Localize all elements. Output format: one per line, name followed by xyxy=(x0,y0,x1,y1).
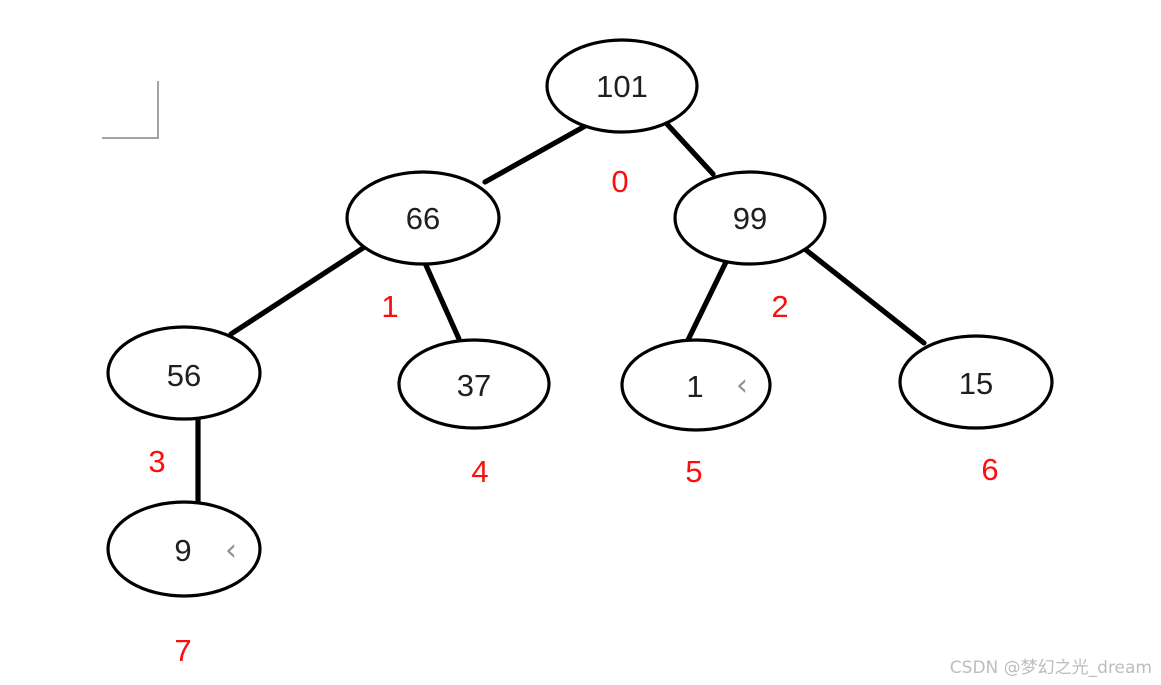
tree-node-15: 15 xyxy=(898,334,1054,430)
index-label-2: 2 xyxy=(771,289,788,324)
node-ellipse-99 xyxy=(673,170,827,266)
edge-66-37 xyxy=(422,260,462,342)
node-ellipse-15 xyxy=(898,334,1054,430)
node-value-99: 99 xyxy=(733,201,767,236)
node-ellipse-9 xyxy=(106,500,262,598)
index-label-1: 1 xyxy=(381,289,398,324)
index-label-5: 5 xyxy=(685,454,702,489)
index-label-3: 3 xyxy=(148,444,165,479)
node-value-9: 9 xyxy=(174,533,191,568)
node-value-56: 56 xyxy=(167,358,201,393)
chevron-left-icon: ‹ xyxy=(736,368,748,403)
edge-101-99 xyxy=(664,121,716,177)
edge-66-56 xyxy=(228,245,366,337)
tree-node-1: 1 ‹ xyxy=(620,338,772,432)
tree-node-66: 66 xyxy=(345,170,501,266)
tree-node-99: 99 xyxy=(673,170,827,266)
watermark: CSDN @梦幻之光_dream xyxy=(950,658,1152,678)
node-ellipse-56 xyxy=(106,325,262,421)
index-label-7: 7 xyxy=(174,633,191,668)
index-label-0: 0 xyxy=(611,164,628,199)
chevron-left-icon: ‹ xyxy=(225,533,237,568)
index-label-6: 6 xyxy=(981,452,998,487)
node-ellipse-1 xyxy=(620,338,772,432)
node-value-37: 37 xyxy=(457,368,491,403)
node-value-101: 101 xyxy=(596,69,648,104)
tree-node-56: 56 xyxy=(106,325,262,421)
node-ellipse-101 xyxy=(545,38,699,134)
tree-node-37: 37 xyxy=(397,338,551,430)
node-value-15: 15 xyxy=(959,366,993,401)
edge-99-1 xyxy=(685,259,729,343)
edge-101-66 xyxy=(482,122,590,185)
tree-node-9: 9 ‹ xyxy=(106,500,262,598)
node-value-1: 1 xyxy=(686,369,703,404)
node-ellipse-66 xyxy=(345,170,501,266)
tree-node-101: 101 xyxy=(545,38,699,134)
page-corner-mark xyxy=(102,81,159,139)
node-ellipse-37 xyxy=(397,338,551,430)
node-value-66: 66 xyxy=(406,201,440,236)
index-label-4: 4 xyxy=(471,454,488,489)
edge-99-15 xyxy=(803,247,927,346)
